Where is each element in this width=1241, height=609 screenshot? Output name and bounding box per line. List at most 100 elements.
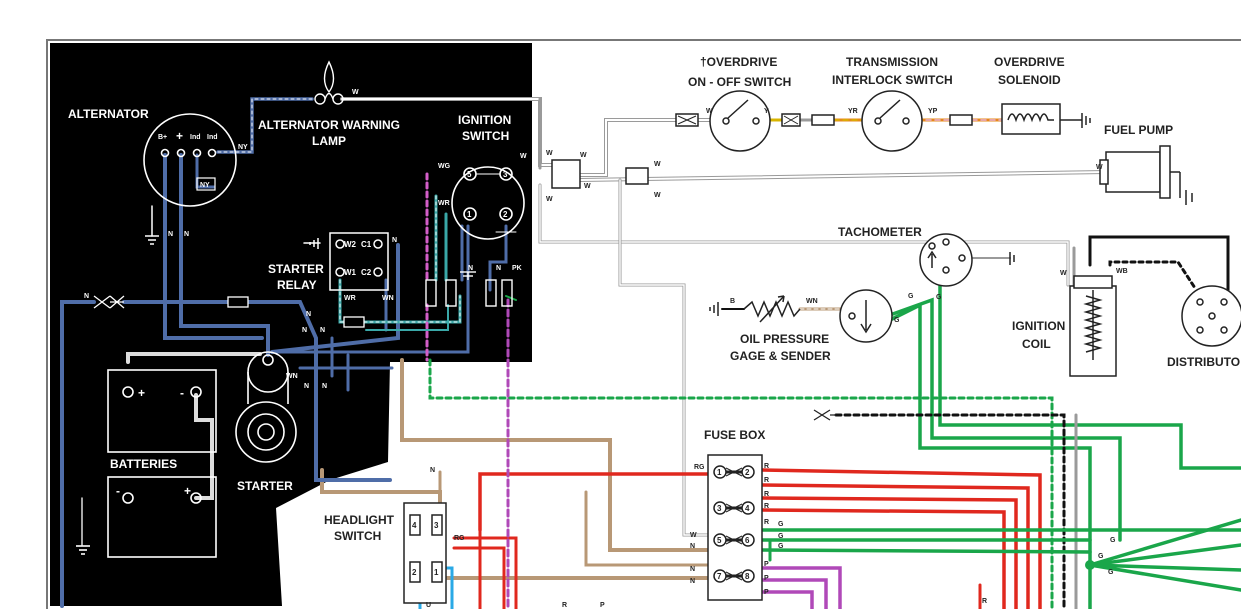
tachometer [919,233,1015,287]
overdrive-solenoid [1001,103,1091,135]
code-y: Y [764,108,769,115]
code-wg: WG [438,163,451,170]
code-g-fb-2: G [778,533,784,540]
code-g-r-1: G [1110,537,1116,544]
code-r-hl-b: R [562,602,567,609]
pin-c1: C1 [361,240,372,249]
code-r-4: R [764,503,769,510]
code-n-5: N [302,327,307,334]
code-w-d: W [546,196,553,203]
inline-connectors-dark [93,295,365,328]
code-n-ign: N [468,265,473,272]
code-w-ign: W [520,153,527,160]
code-r-5: R [764,519,769,526]
code-g-fb-1: G [778,521,784,528]
pin-plus: + [176,129,183,143]
code-n-7: N [304,383,309,390]
wire-wb-dist [1108,260,1197,290]
label-headlight-switch-2: SWITCH [334,529,381,543]
code-yp: YP [928,108,938,115]
code-b: B [730,298,735,305]
code-u: U [426,602,431,609]
starter-relay [309,232,389,291]
label-solenoid: OVERDRIVE [994,55,1065,69]
label-solenoid-2: SOLENOID [998,73,1061,87]
transmission-interlock-switch [861,90,973,152]
code-w-f: W [654,192,661,199]
code-w-fb: W [690,532,697,539]
code-n-ign-2: N [496,265,501,272]
code-w-lamp: W [352,89,359,96]
label-batteries: BATTERIES [110,457,177,471]
code-w-od: W [706,108,713,115]
pin-ign-1: 1 [467,210,472,219]
label-ignition-coil-2: COIL [1022,337,1051,351]
bat-plus-1: + [138,386,145,400]
ignition-coil [1069,275,1117,377]
label-starter-relay-2: RELAY [277,278,317,292]
wire-n-tan [400,358,710,552]
code-g-2: G [894,317,900,324]
label-distributor: DISTRIBUTO [1167,355,1240,369]
starter-motor [235,351,297,463]
code-p-3: P [764,589,769,596]
wire-gw-dashed [428,358,1054,609]
code-n-relay: N [392,237,397,244]
code-n-6: N [320,327,325,334]
label-overdrive-switch-2: ON - OFF SWITCH [688,75,791,89]
label-ignition-switch-2: SWITCH [462,129,509,143]
wire-n-main [163,153,264,340]
label-ignition-coil: IGNITION [1012,319,1065,333]
code-g-3: G [936,294,942,301]
pin-w2: W2 [344,240,357,249]
label-starter: STARTER [237,479,293,493]
code-n-fb-2: N [690,566,695,573]
code-wb: WB [1116,268,1128,275]
pin-bplus: B+ [158,134,167,141]
code-w-coil: W [1060,270,1067,277]
batteries [76,369,217,558]
fuse-pin-1: 1 [717,468,722,477]
code-w-c: W [584,183,591,190]
bat-minus-1: - [180,386,184,400]
fuse-pin-2: 2 [745,468,750,477]
headlight-switch [403,502,447,604]
label-overdrive-switch: †OVERDRIVE [700,55,777,69]
pin-ign-3: 3 [503,170,508,179]
label-oil-pressure-2: GAGE & SENDER [730,349,831,363]
fuel-pump [1099,145,1193,205]
code-n-2: N [184,231,189,238]
hl-pin-2: 2 [412,568,417,577]
code-rg-fb: RG [694,464,705,471]
warning-lamp [314,60,344,105]
label-fuel-pump: FUEL PUMP [1104,123,1173,137]
label-alternator: ALTERNATOR [68,107,149,121]
fuse-box [707,454,763,601]
wire-g-tach [938,273,1241,470]
code-n-8: N [322,383,327,390]
code-p-2: P [764,575,769,582]
code-r-2: R [764,477,769,484]
distributor [1181,285,1241,347]
dark-panel [50,43,532,606]
code-n-fb-3: N [690,578,695,585]
overdrive-switch [675,90,835,152]
code-n-1: N [168,231,173,238]
fuse-pin-8: 8 [745,572,750,581]
code-wn-oil: WN [806,298,818,305]
code-ny: NY [238,144,248,151]
wire-r-main [478,472,712,532]
hl-pin-4: 4 [412,521,417,530]
label-transmission-2: INTERLOCK SWITCH [832,73,953,87]
connector-blocks [551,159,649,189]
hl-pin-3: 3 [434,521,439,530]
fuse-pin-4: 4 [745,504,750,513]
code-w-fp: W [1096,164,1103,171]
pin-ind2: Ind [207,134,218,141]
pin-ign-5: 5 [467,170,472,179]
code-wn-starter: WN [286,373,298,380]
code-w-e: W [654,161,661,168]
label-fuse-box: FUSE BOX [704,428,765,442]
hl-pin-1: 1 [434,568,439,577]
